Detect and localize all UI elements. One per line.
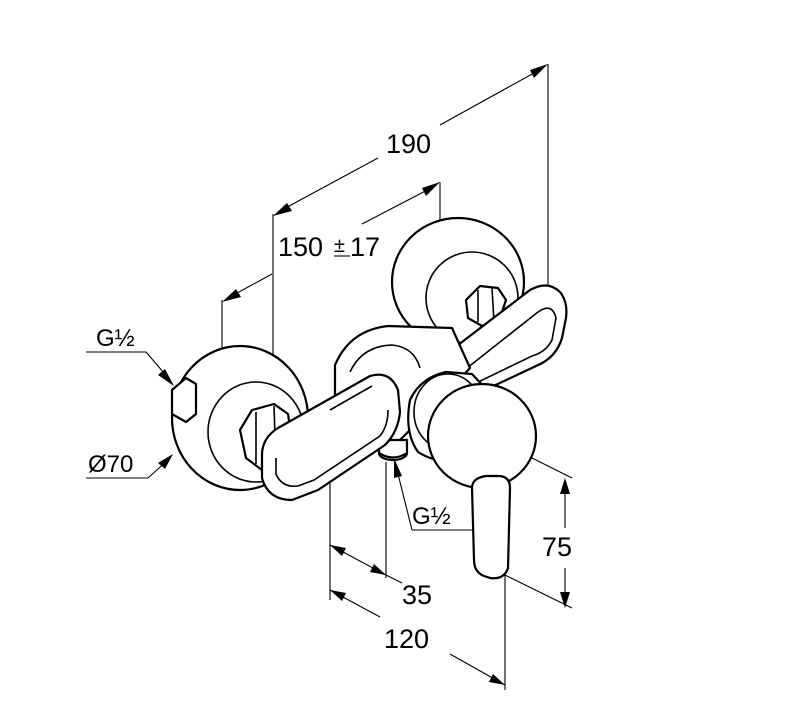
arrow-35-right <box>370 564 386 575</box>
arrow-120-right <box>489 674 505 685</box>
dim-label-150: 150 <box>278 232 323 262</box>
left-arm <box>260 373 402 502</box>
dim-line-150-b <box>361 185 436 225</box>
dim-line-190-a <box>277 157 379 213</box>
dim-label-35: 35 <box>402 580 432 610</box>
dimension-lines <box>86 64 573 690</box>
ext-line-75-bottom <box>504 574 573 609</box>
arrow-35-left <box>330 545 346 556</box>
arrow-75-top <box>560 478 570 494</box>
shower-mixer <box>170 216 568 580</box>
right-arm <box>443 284 568 400</box>
arrow-120-left <box>330 590 346 601</box>
arrow-190-left <box>273 203 292 216</box>
dim-label-g12-outlet: G½ <box>412 503 451 530</box>
dim-line-190-b <box>439 67 544 126</box>
dim-label-75: 75 <box>542 532 572 562</box>
dim-label-150-pm: ± <box>334 235 345 257</box>
arrow-150-left <box>222 289 241 302</box>
dim-label-190: 190 <box>386 129 431 159</box>
dim-label-150-tol: 17 <box>350 232 380 262</box>
dim-label-g12-inlet: G½ <box>96 325 135 352</box>
handle-knob <box>426 382 538 490</box>
dim-label-d70: Ø70 <box>88 451 133 478</box>
arrow-150-right <box>422 182 440 196</box>
dimension-labels: 190 150 ± 17 G½ Ø70 G½ 35 120 75 <box>88 129 572 654</box>
mixer-lever <box>470 474 512 580</box>
arrow-d70 <box>158 454 173 469</box>
arrow-190-right <box>530 64 548 78</box>
arrow-g12-inlet <box>158 369 174 386</box>
arrow-g12-outlet <box>394 458 402 478</box>
dim-label-120: 120 <box>384 624 429 654</box>
left-inlet-stub <box>170 376 198 424</box>
dim-line-35-tail <box>385 574 403 584</box>
arrow-75-bottom <box>560 592 570 608</box>
